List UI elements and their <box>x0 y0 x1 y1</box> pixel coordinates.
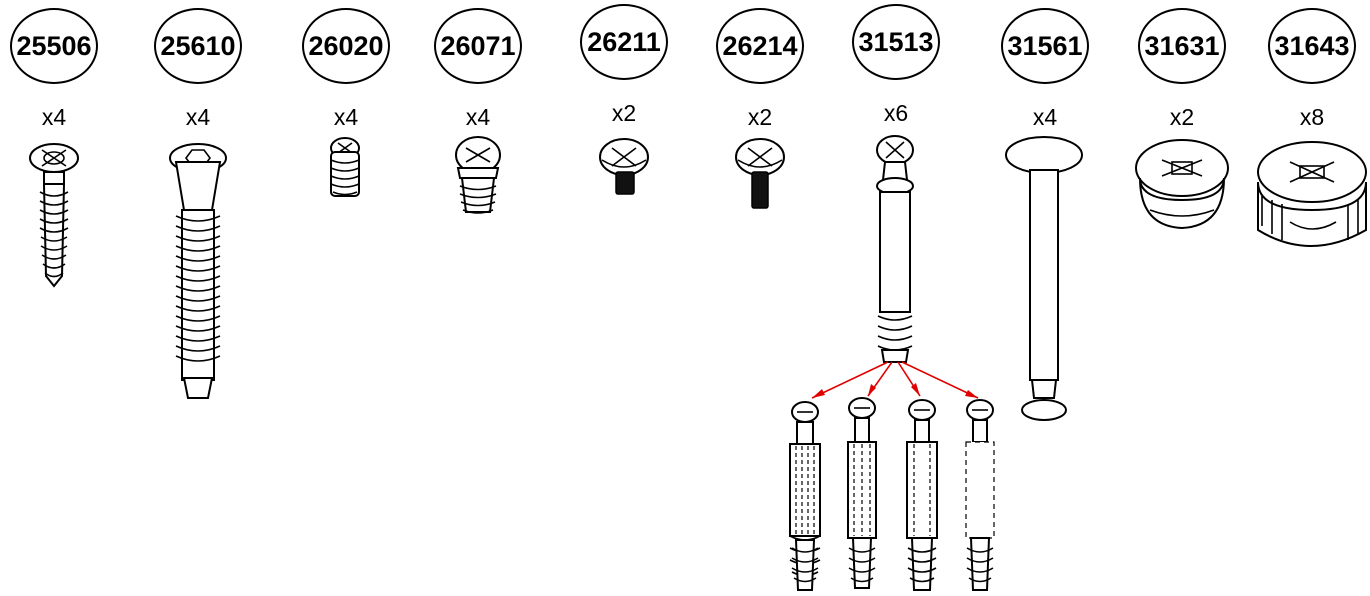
part-code-badge: 31643 <box>1268 8 1356 84</box>
cam-dowel-icon <box>876 135 914 363</box>
part-quantity: x4 <box>333 104 359 130</box>
part-quantity: x8 <box>1299 104 1325 130</box>
variant-arrows <box>811 361 979 399</box>
part-quantity: x4 <box>465 104 491 130</box>
insert-dome-icon <box>455 136 501 214</box>
part-31513: 31513 x6 <box>836 0 956 596</box>
part-quantity: x4 <box>185 104 211 130</box>
part-quantity: x2 <box>1169 104 1195 130</box>
part-code-badge: 31561 <box>1001 8 1089 84</box>
part-26071: 26071 x4 <box>418 0 538 596</box>
part-quantity: x4 <box>41 104 67 130</box>
part-31643: 31643 x8 <box>1252 0 1370 596</box>
part-quantity: x2 <box>611 100 637 126</box>
part-26211: 26211 x2 <box>564 0 684 596</box>
part-25610: 25610 x4 <box>138 0 258 596</box>
part-code-badge: 25506 <box>10 8 98 84</box>
part-26020: 26020 x4 <box>286 0 406 596</box>
screw-hex-long-icon <box>169 143 227 399</box>
cam-lock-large-icon <box>1257 141 1367 247</box>
part-code-badge: 26214 <box>716 8 804 84</box>
part-25506: 25506 x4 <box>0 0 114 596</box>
part-31561: 31561 x4 <box>985 0 1105 596</box>
part-code-badge: 26071 <box>434 8 522 84</box>
screw-phillips-flange-icon <box>29 143 79 288</box>
part-quantity: x4 <box>1032 104 1058 130</box>
part-26214: 26214 x2 <box>700 0 820 596</box>
part-code-badge: 31513 <box>852 4 940 80</box>
part-quantity: x6 <box>883 100 909 126</box>
part-31631: 31631 x2 <box>1122 0 1242 596</box>
part-quantity: x2 <box>747 104 773 130</box>
cam-dowel-variants-icon <box>789 397 995 591</box>
bolt-short-black-icon <box>599 138 649 195</box>
part-code-badge: 31631 <box>1138 8 1226 84</box>
cam-lock-small-icon <box>1135 139 1229 230</box>
pin-long-icon <box>1005 136 1083 421</box>
bolt-long-black-icon <box>735 138 785 209</box>
part-code-badge: 26020 <box>302 8 390 84</box>
part-code-badge: 25610 <box>154 8 242 84</box>
insert-short-icon <box>330 137 360 197</box>
part-code-badge: 26211 <box>580 4 668 80</box>
